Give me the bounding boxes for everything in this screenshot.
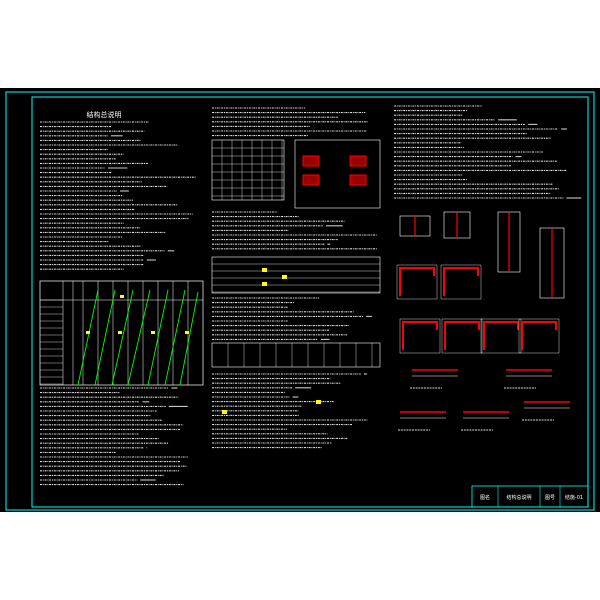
notes-column-3 bbox=[394, 105, 582, 199]
beam-rebar bbox=[443, 267, 479, 296]
table-diagonal bbox=[94, 289, 116, 386]
table-highlight bbox=[185, 331, 189, 334]
table-2-highlight bbox=[262, 268, 267, 272]
table-border bbox=[39, 280, 204, 386]
beam-outline bbox=[399, 318, 441, 354]
notes-column-2 bbox=[211, 107, 381, 449]
detail-drawings bbox=[396, 211, 570, 431]
sheet-title: 结构总说明 bbox=[87, 110, 122, 119]
title-block: 图名 结构总说明 图号 结施-01 bbox=[471, 485, 589, 508]
wall-section bbox=[302, 174, 320, 186]
grid-table bbox=[211, 139, 285, 201]
beam-rebar bbox=[483, 321, 519, 350]
table-diagonal bbox=[164, 289, 186, 386]
table-diagonal bbox=[111, 289, 134, 386]
beam-outline bbox=[518, 318, 560, 354]
title-block-drawing-name: 结构总说明 bbox=[506, 494, 531, 501]
table-highlight bbox=[118, 331, 122, 334]
beam-rebar bbox=[399, 267, 435, 296]
beam-outline bbox=[396, 264, 438, 300]
beam-outline bbox=[441, 318, 483, 354]
table-2-highlight bbox=[282, 275, 287, 279]
wall-detail-frame bbox=[294, 139, 381, 209]
table-highlight bbox=[151, 331, 155, 334]
table-diagonal bbox=[77, 289, 99, 386]
wall-section bbox=[349, 174, 367, 186]
title-block-label-name: 图名 bbox=[480, 494, 490, 501]
table-2 bbox=[211, 256, 381, 294]
beam-rebar bbox=[521, 321, 557, 350]
wall-section bbox=[349, 155, 367, 167]
table-2-highlight bbox=[262, 282, 267, 286]
table-diagonal bbox=[147, 289, 169, 386]
beam-outline bbox=[440, 264, 482, 300]
rebar-anchorage-table bbox=[39, 280, 204, 386]
table-diagonal bbox=[127, 289, 151, 386]
beam-rebar bbox=[444, 321, 480, 350]
table-diagonal bbox=[179, 291, 199, 386]
title-block-label-number: 图号 bbox=[545, 495, 555, 501]
inner-frame bbox=[31, 96, 589, 508]
note-highlight bbox=[316, 400, 321, 404]
note-highlight bbox=[222, 410, 227, 414]
table-highlight bbox=[120, 295, 124, 298]
table-highlight bbox=[86, 331, 90, 334]
beam-rebar bbox=[402, 321, 438, 350]
notes-column-1 bbox=[40, 121, 196, 486]
title-block-drawing-number: 结施-01 bbox=[565, 494, 583, 501]
outer-frame bbox=[5, 91, 595, 511]
table-3 bbox=[211, 342, 381, 368]
wall-section bbox=[302, 155, 320, 167]
